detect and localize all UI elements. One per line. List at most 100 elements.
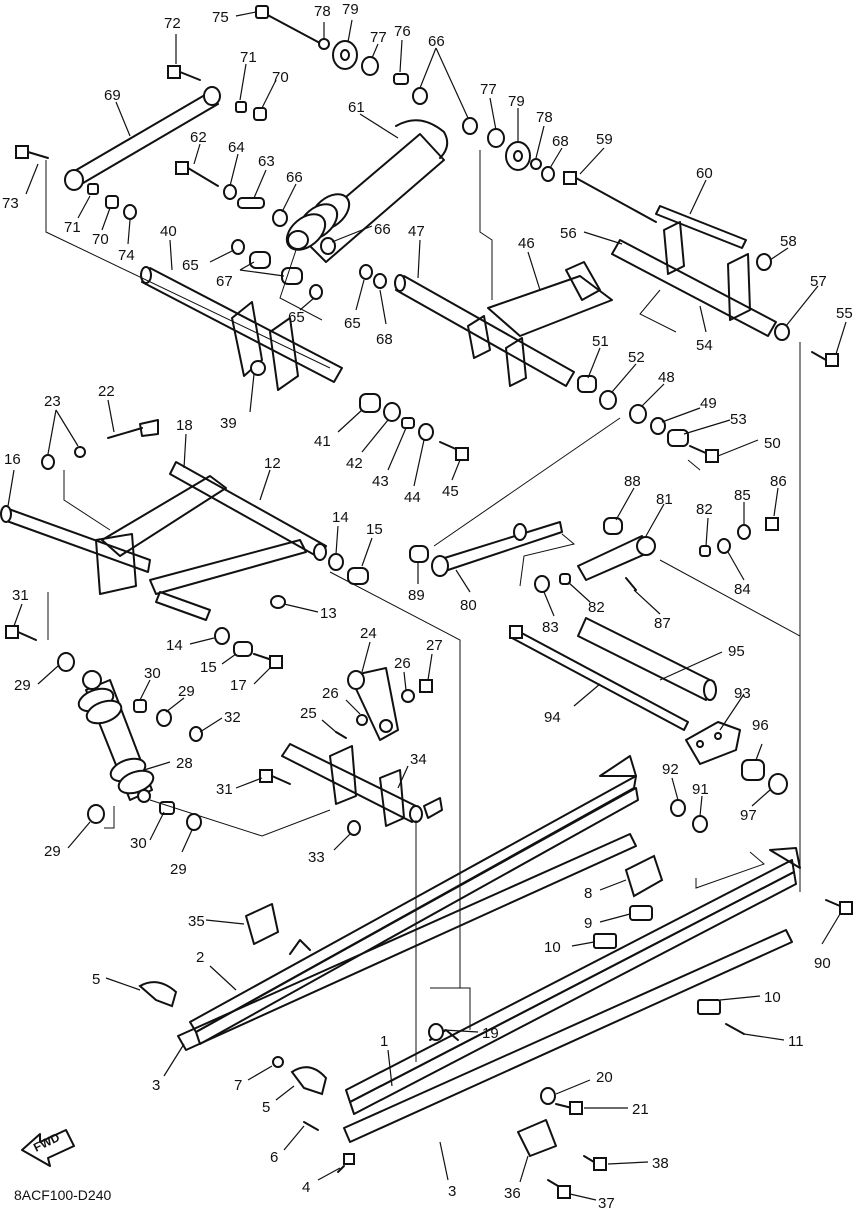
callout-53: 53 bbox=[730, 411, 747, 428]
callout-56: 56 bbox=[560, 225, 577, 242]
callout-20: 20 bbox=[596, 1069, 613, 1086]
callout-45: 45 bbox=[442, 483, 459, 500]
bolt-25 bbox=[335, 731, 347, 739]
callout-80: 80 bbox=[460, 597, 477, 614]
callout-58: 58 bbox=[780, 233, 797, 250]
nut-29-a bbox=[57, 652, 75, 672]
callout-10-a: 10 bbox=[544, 939, 561, 956]
callout-94: 94 bbox=[544, 709, 561, 726]
callout-92: 92 bbox=[662, 761, 679, 778]
collar-77-right bbox=[487, 128, 505, 148]
callout-41: 41 bbox=[314, 433, 331, 450]
callout-73: 73 bbox=[2, 195, 19, 212]
stopper-8 bbox=[624, 854, 664, 898]
washer-52 bbox=[599, 390, 617, 410]
callout-17: 17 bbox=[230, 677, 247, 694]
nut-66-top bbox=[412, 87, 428, 105]
callout-29-a: 29 bbox=[14, 677, 31, 694]
callout-72: 72 bbox=[164, 15, 181, 32]
shaft-47 bbox=[394, 274, 575, 387]
callout-70-b: 70 bbox=[92, 231, 109, 248]
callout-48: 48 bbox=[658, 369, 675, 386]
callout-78-a: 78 bbox=[314, 3, 331, 20]
plate-10-b bbox=[697, 999, 721, 1015]
fwd-arrow-icon: FWD bbox=[21, 1129, 75, 1167]
washer-26-b bbox=[356, 714, 368, 726]
washer-14-a bbox=[328, 553, 344, 571]
callout-71-b: 71 bbox=[64, 219, 81, 236]
callout-26-a: 26 bbox=[322, 685, 339, 702]
callout-62: 62 bbox=[190, 129, 207, 146]
collar-51 bbox=[577, 375, 597, 393]
callout-42: 42 bbox=[346, 455, 363, 472]
collar-88 bbox=[603, 517, 623, 535]
callout-78-b: 78 bbox=[536, 109, 553, 126]
callout-69: 69 bbox=[104, 87, 121, 104]
shaft-60 bbox=[655, 205, 747, 249]
callout-6: 6 bbox=[270, 1149, 278, 1166]
bolt-4 bbox=[337, 1153, 355, 1173]
nut-68-b bbox=[373, 273, 387, 289]
callout-14-b: 14 bbox=[166, 637, 183, 654]
link-81 bbox=[577, 535, 656, 581]
collar-15-a bbox=[347, 567, 369, 585]
callout-89: 89 bbox=[408, 587, 425, 604]
callout-31-a: 31 bbox=[12, 587, 29, 604]
callout-38: 38 bbox=[652, 1155, 669, 1172]
callout-7: 7 bbox=[234, 1077, 242, 1094]
callout-5-left: 5 bbox=[92, 971, 100, 988]
washer-49 bbox=[650, 417, 666, 435]
adjuster-22 bbox=[107, 419, 159, 439]
callout-26-b: 26 bbox=[394, 655, 411, 672]
bolt-38 bbox=[583, 1155, 607, 1171]
callout-81: 81 bbox=[656, 491, 673, 508]
washer-65-c bbox=[359, 264, 373, 280]
bolt-31-left bbox=[5, 625, 37, 641]
bolt-75 bbox=[255, 5, 319, 43]
callout-52: 52 bbox=[628, 349, 645, 366]
washer-64 bbox=[223, 184, 237, 200]
callout-91: 91 bbox=[692, 781, 709, 798]
nut-29-c bbox=[87, 804, 105, 824]
screw-7 bbox=[272, 1056, 284, 1068]
washer-23 bbox=[74, 446, 86, 458]
nut-29-b bbox=[156, 709, 172, 727]
callout-61: 61 bbox=[348, 99, 365, 116]
callout-36: 36 bbox=[504, 1185, 521, 1202]
callout-83: 83 bbox=[542, 619, 559, 636]
nut-27 bbox=[419, 679, 433, 693]
slide-runner-3-right bbox=[343, 929, 793, 1143]
collar-71-top bbox=[235, 101, 247, 113]
grease-nipple-87 bbox=[625, 577, 637, 591]
callout-13: 13 bbox=[320, 605, 337, 622]
bracket-93 bbox=[685, 721, 741, 765]
collar-82-a bbox=[699, 545, 711, 557]
callout-4: 4 bbox=[302, 1179, 310, 1196]
grease-nipple-13 bbox=[270, 595, 286, 609]
callout-71-a: 71 bbox=[240, 49, 257, 66]
shaft-80 bbox=[431, 521, 563, 577]
nut-29-d bbox=[186, 813, 202, 831]
nut-68-top bbox=[541, 166, 555, 182]
washer-48 bbox=[629, 404, 647, 424]
callout-34: 34 bbox=[410, 751, 427, 768]
washer-65-a bbox=[231, 239, 245, 255]
nut-58 bbox=[756, 253, 772, 271]
callout-68-a: 68 bbox=[552, 133, 569, 150]
callout-65-a: 65 bbox=[182, 257, 199, 274]
callout-67: 67 bbox=[216, 273, 233, 290]
washer-42 bbox=[383, 402, 401, 422]
drawing-code: 8ACF100-D240 bbox=[14, 1187, 111, 1203]
bolt-31-mid bbox=[259, 769, 291, 785]
callout-12: 12 bbox=[264, 455, 281, 472]
washer-65-b bbox=[309, 284, 323, 300]
callout-2: 2 bbox=[196, 949, 204, 966]
callout-22: 22 bbox=[98, 383, 115, 400]
shaft-94 bbox=[509, 625, 689, 731]
callout-74: 74 bbox=[118, 247, 135, 264]
callout-24: 24 bbox=[360, 625, 377, 642]
bolt-72 bbox=[167, 65, 201, 81]
callout-25: 25 bbox=[300, 705, 317, 722]
callout-31-b: 31 bbox=[216, 781, 233, 798]
collar-71-left bbox=[87, 183, 99, 195]
